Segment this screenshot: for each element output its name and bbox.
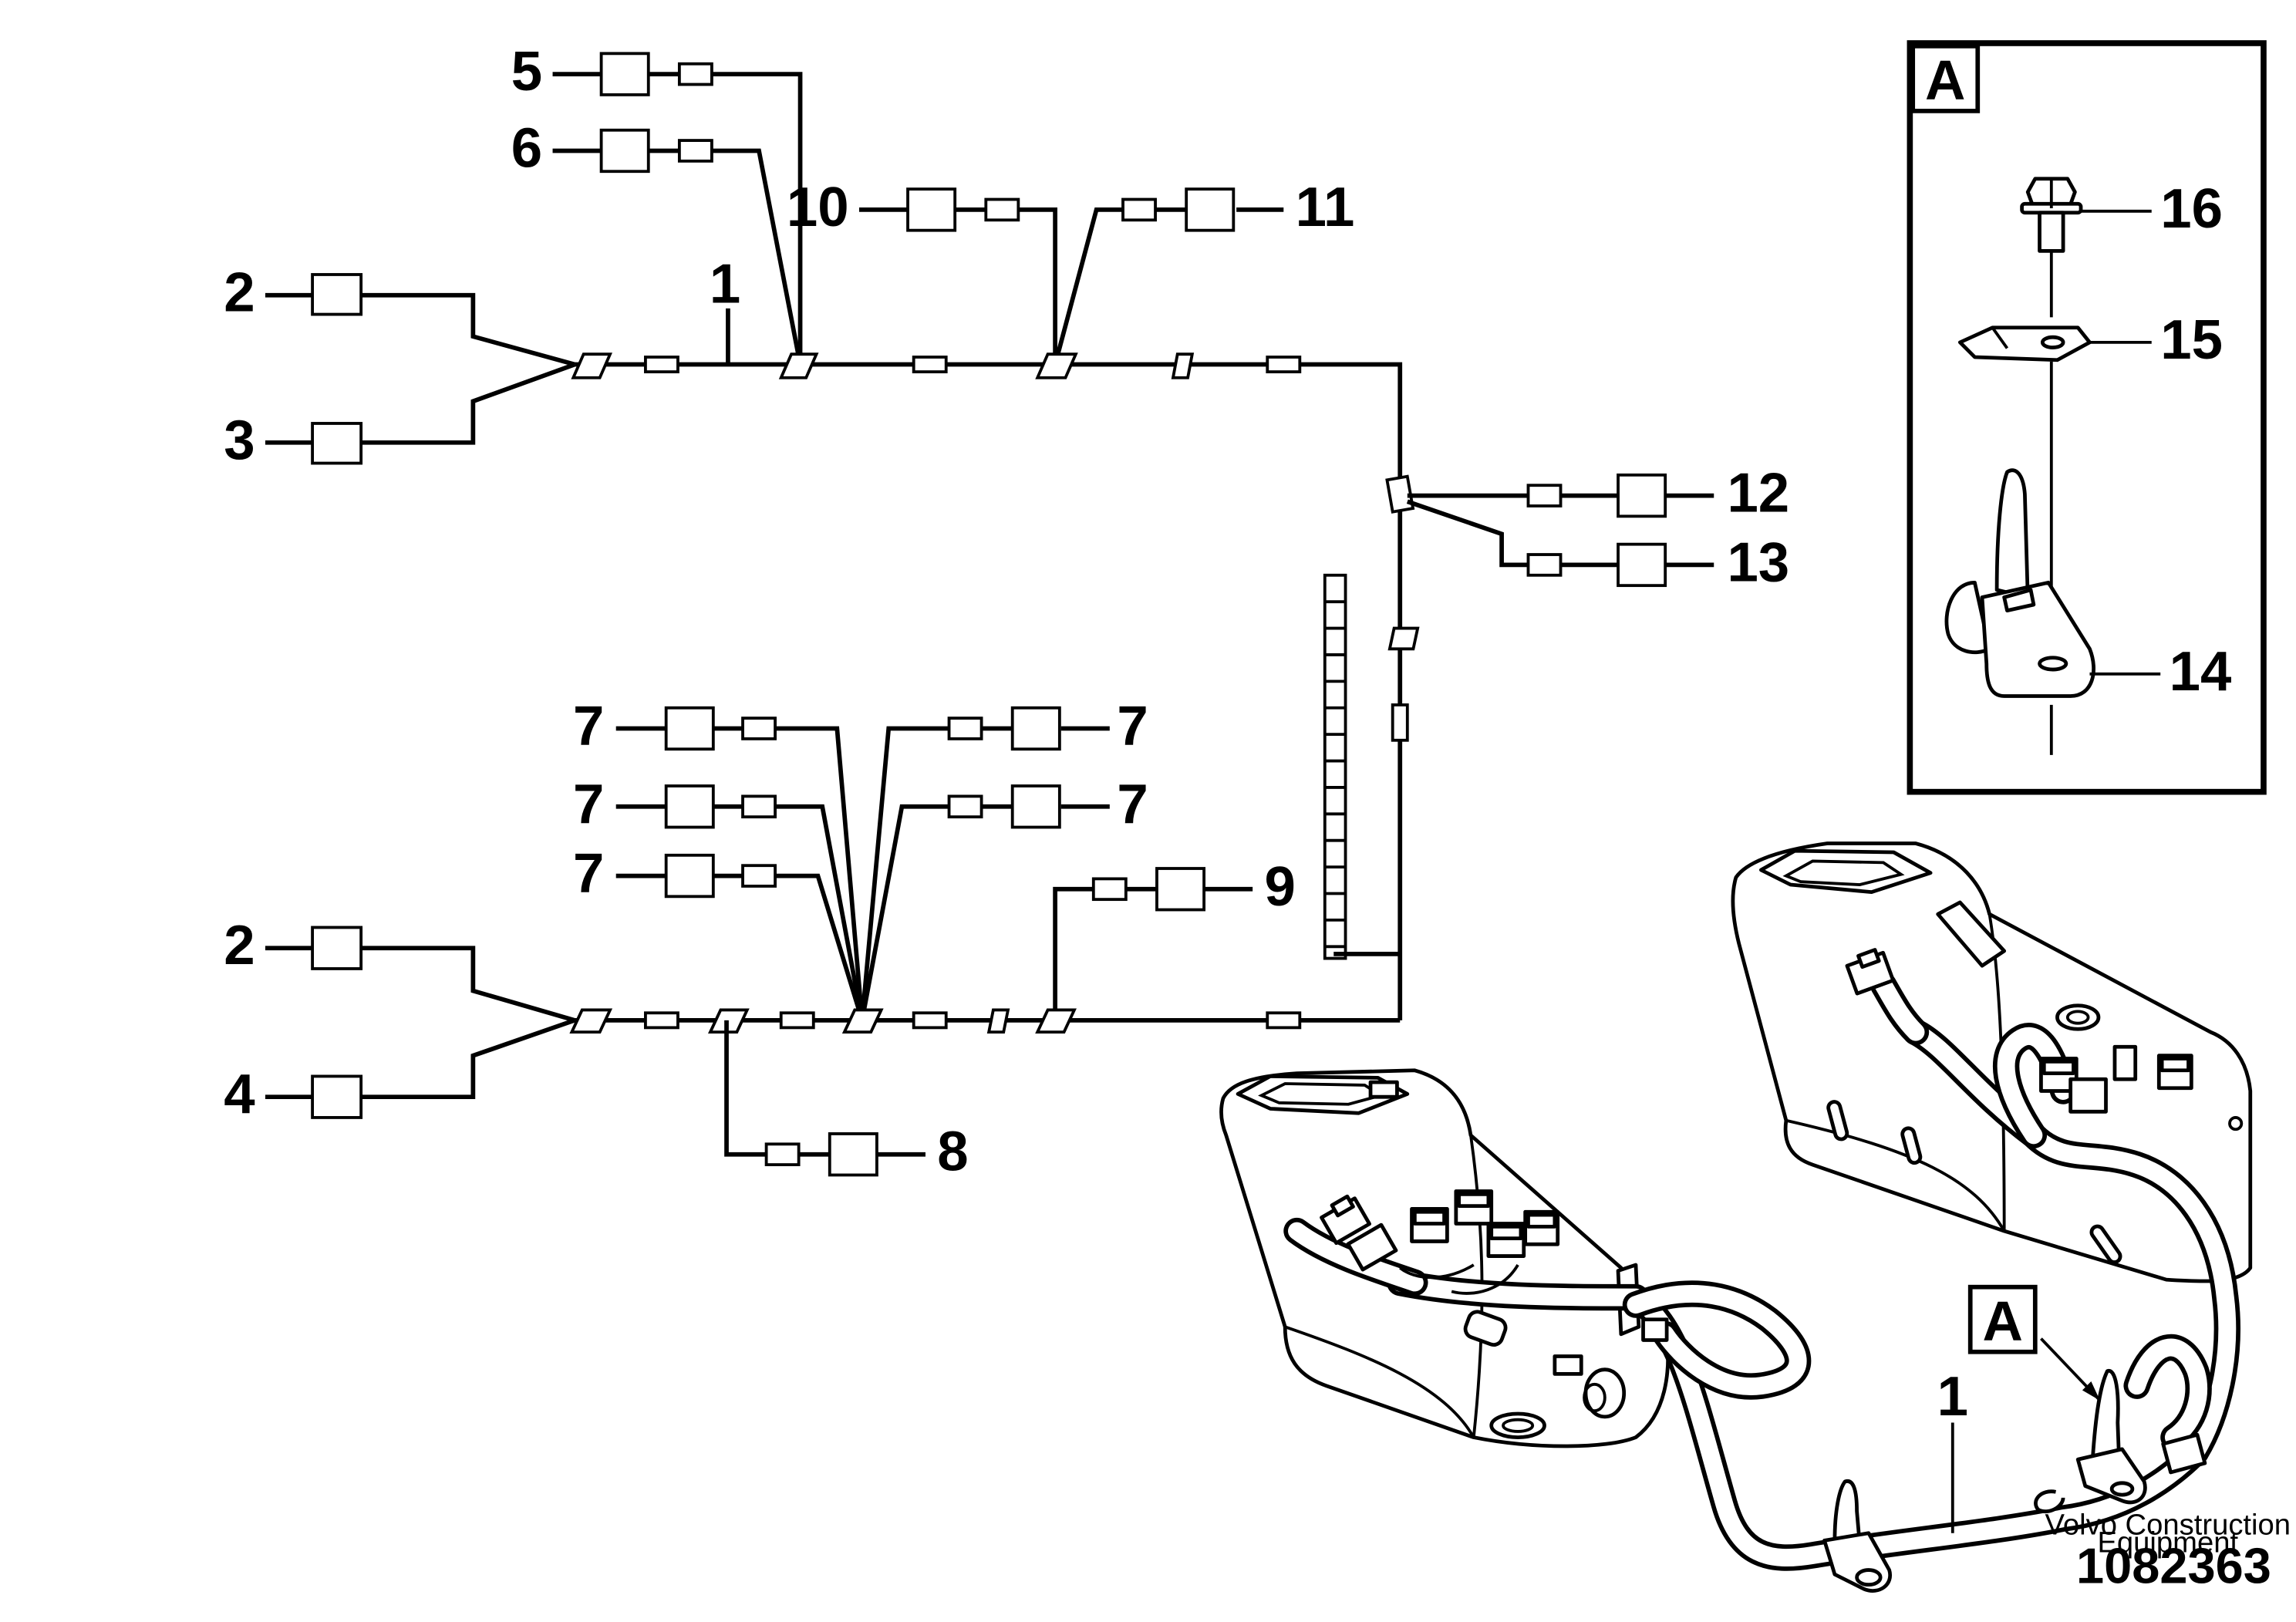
callout-1: 1 [710, 252, 740, 315]
detail-a-pointer-box [1967, 1284, 2038, 1354]
callout-14: 14 [2170, 640, 2232, 703]
callout-7-e: 7 [1117, 773, 1148, 835]
connector-7-c [664, 853, 715, 899]
callout-12: 12 [1727, 462, 1789, 524]
callout-7-c: 7 [573, 842, 604, 905]
title-block: Volvo Construction Equipment 1082363 [2045, 1509, 2291, 1594]
connector-7-a [664, 706, 715, 751]
cable-holder-bracket [1944, 468, 2095, 698]
harness-cable-holders [1822, 1369, 2147, 1593]
connector-10 [906, 187, 957, 232]
detail-a-pointer-label: A [1983, 1290, 2023, 1352]
callout-8: 8 [937, 1121, 968, 1183]
branch-splice [571, 352, 612, 379]
connector-2-lower [311, 926, 363, 970]
callout-3: 3 [224, 409, 255, 471]
detail-a-panel: A 16 15 14 [1907, 40, 2267, 795]
callout-labels: 1 2 3 5 6 10 11 12 13 7 7 7 7 7 9 2 4 8 [224, 40, 1789, 1183]
callout-4: 4 [224, 1063, 255, 1125]
company-line-2: Equipment [2097, 1526, 2238, 1560]
callout-2-upper: 2 [224, 261, 255, 324]
harness-bundle [1283, 971, 2240, 1571]
connector-8 [828, 1132, 878, 1177]
detail-a-label: A [1925, 49, 1965, 112]
detail-a-label-box [1910, 43, 1981, 113]
callout-11: 11 [1296, 176, 1355, 238]
schematic: 1 2 3 5 6 10 11 12 13 7 7 7 7 7 9 2 4 8 [224, 40, 1789, 1183]
callout-7-d: 7 [1117, 695, 1148, 757]
rear-console-connectors [1845, 948, 2207, 1475]
terminal-strip [1323, 573, 1347, 960]
corrugation-marks-upper [644, 356, 1302, 373]
connector-3 [311, 422, 363, 465]
connector-6 [599, 128, 650, 174]
upper-trunk-wire [575, 362, 1403, 502]
front-console [1219, 1068, 1671, 1448]
pictorial-view: A 1 [1219, 841, 2253, 1593]
company-line-1: Volvo Construction [2045, 1509, 2291, 1542]
drawing-id: 1082363 [2076, 1538, 2271, 1594]
callout-10: 10 [787, 176, 849, 238]
callout-6: 6 [511, 116, 542, 179]
callout-13: 13 [1727, 531, 1789, 593]
callout-15: 15 [2160, 309, 2223, 371]
callout-1-pictorial: 1 [1937, 1365, 1968, 1428]
connector-2-upper [311, 273, 363, 316]
callout-9: 9 [1264, 855, 1295, 918]
connector-4 [311, 1074, 363, 1119]
connector-5 [599, 52, 650, 96]
callout-2-lower: 2 [224, 914, 255, 976]
flange-bolt [2020, 177, 2083, 253]
connector-7-e [1010, 784, 1061, 829]
connector-7-b [664, 784, 715, 829]
callout-7-b: 7 [573, 773, 604, 835]
callout-7-a: 7 [573, 695, 604, 757]
connector-7-d [1010, 706, 1061, 751]
callout-5: 5 [511, 40, 542, 103]
callout-16: 16 [2160, 177, 2223, 240]
connector-12 [1617, 473, 1667, 518]
connector-13 [1617, 542, 1667, 588]
front-console-connectors [1320, 1189, 1669, 1347]
connector-11 [1185, 187, 1236, 232]
connector-9 [1155, 867, 1206, 912]
